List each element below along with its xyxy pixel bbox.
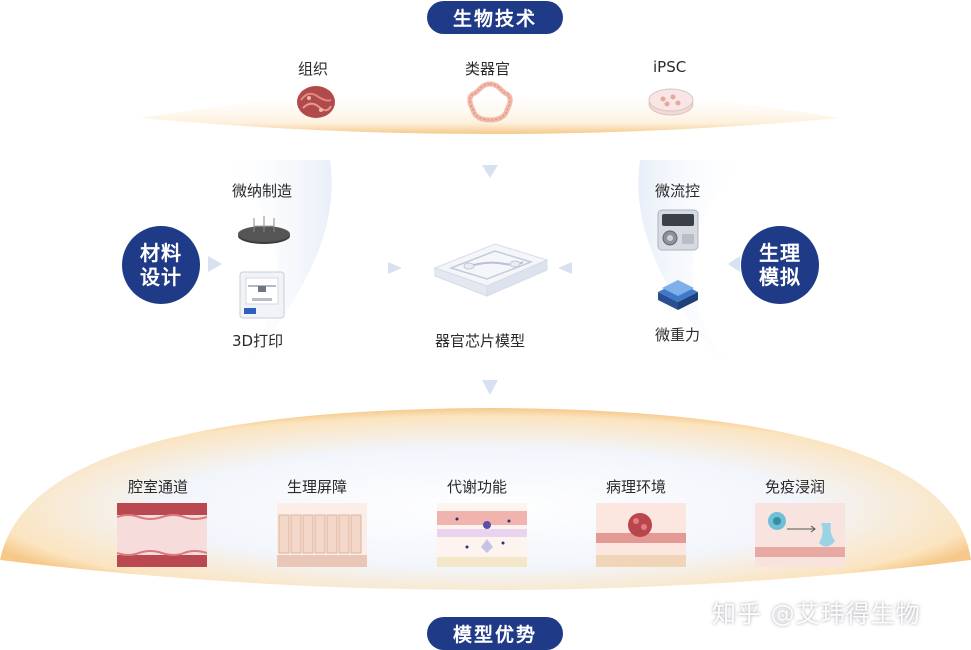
- material-design-line2: 设计: [140, 265, 182, 289]
- micro-nano-label: 微纳制造: [232, 182, 293, 200]
- advantage-label-metabolism: 代谢功能: [447, 478, 508, 496]
- microgravity-label: 微重力: [655, 326, 701, 344]
- micro-nano-device-icon: [238, 216, 290, 244]
- arrow-left-circle: [208, 256, 222, 272]
- arrow-down-center: [482, 380, 498, 395]
- watermark: 知乎 @艾玮得生物: [712, 600, 921, 628]
- advantage-label-barrier: 生理屏障: [287, 478, 348, 496]
- arrow-right-left: [388, 262, 402, 274]
- 3d-printing-label: 3D打印: [232, 332, 284, 350]
- physiology-simulation-circle: 生理 模拟: [741, 226, 819, 304]
- section-title-biotech: 生物技术: [427, 1, 563, 34]
- organoid-label: 类器官: [465, 60, 511, 78]
- pathology-icon: [596, 503, 686, 567]
- section-title-advantages: 模型优势: [427, 617, 563, 650]
- lumen-channel-icon: [117, 503, 207, 567]
- organoid-icon: [467, 81, 513, 123]
- metabolism-icon: [437, 503, 527, 567]
- microgravity-device-icon: [658, 280, 698, 310]
- 3d-printer-icon: [239, 271, 285, 319]
- organ-chip-icon: [433, 243, 549, 297]
- petri-dish-icon: [648, 88, 694, 116]
- microfluidics-label: 微流控: [655, 182, 701, 200]
- arrow-left-right: [558, 262, 572, 274]
- material-design-line1: 材料: [140, 241, 182, 265]
- advantage-label-pathology: 病理环境: [606, 478, 667, 496]
- physiology-simulation-line1: 生理: [759, 241, 801, 265]
- tissue-label: 组织: [298, 60, 329, 78]
- arrow-right-circle: [728, 256, 740, 272]
- tissue-icon: [297, 86, 335, 118]
- organ-chip-label: 器官芯片模型: [435, 332, 526, 350]
- barrier-icon: [277, 503, 367, 567]
- material-design-circle: 材料 设计: [122, 226, 200, 304]
- advantage-label-immune: 免疫浸润: [765, 478, 826, 496]
- advantage-label-lumen: 腔室通道: [128, 478, 189, 496]
- physiology-simulation-line2: 模拟: [759, 265, 801, 289]
- immune-infiltration-icon: [755, 503, 845, 567]
- ipsc-label: iPSC: [653, 58, 687, 76]
- arrow-down-top: [482, 165, 498, 178]
- microfluidic-pump-icon: [657, 209, 699, 251]
